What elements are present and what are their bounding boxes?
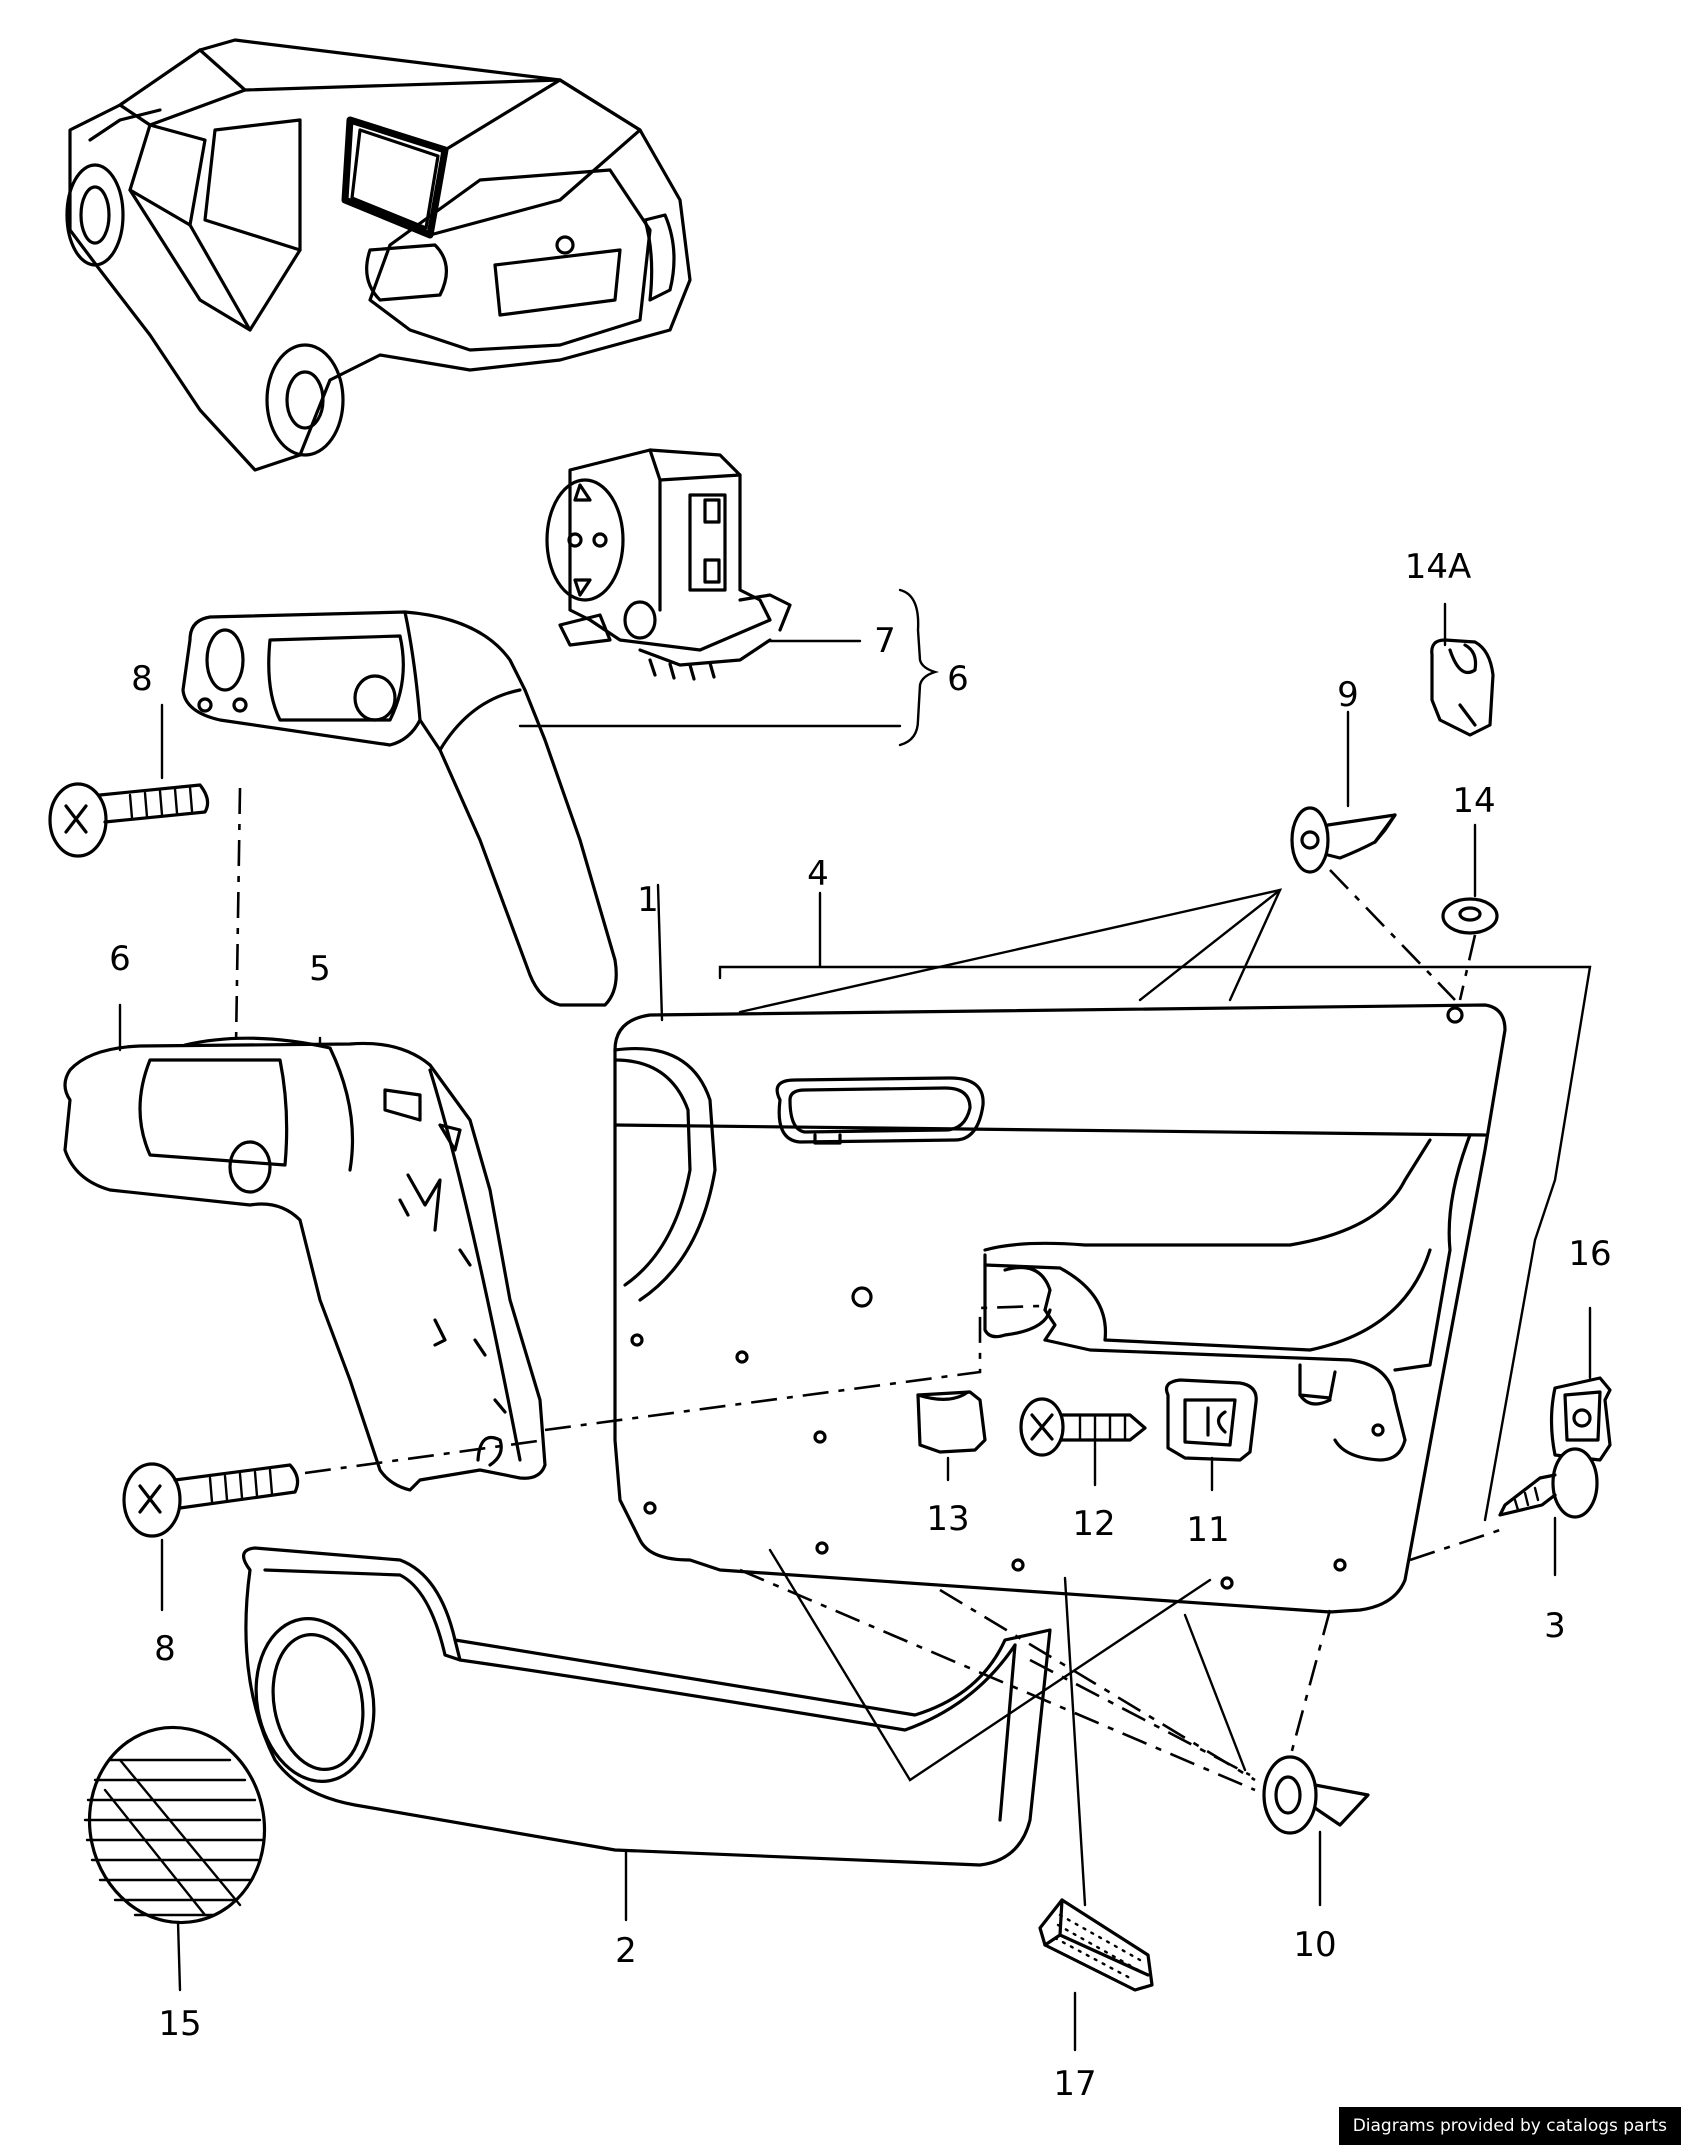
speaker-grille	[83, 1725, 267, 1925]
cover-13	[916, 1390, 987, 1454]
map-pocket-trim	[242, 1546, 1052, 1867]
callout-2: 2	[615, 1931, 637, 1971]
credit-banner: Diagrams provided by catalogs parts	[1338, 2107, 1681, 2145]
callout-8-upper: 8	[131, 659, 153, 699]
door-trim-panel	[613, 1003, 1507, 1614]
callout-labels: 1 2 3 4 5 6 6 7 8 8 9 10 11 12 13 14 14A…	[109, 547, 1611, 2104]
car-illustration	[65, 38, 692, 472]
callout-11: 11	[1186, 1510, 1229, 1550]
upper-armrest-handle	[181, 610, 618, 1007]
strip-17	[1038, 1898, 1154, 1992]
callout-6-bracket: 6	[947, 659, 969, 699]
screw-12	[1019, 1397, 1147, 1457]
clip-16	[1549, 1376, 1612, 1462]
clip-9	[1290, 806, 1397, 874]
washer-14	[1441, 897, 1499, 935]
callout-3: 3	[1544, 1606, 1566, 1646]
callout-1: 1	[637, 880, 659, 920]
callout-6-left: 6	[109, 939, 131, 979]
callout-9: 9	[1337, 675, 1359, 715]
screw-8-lower	[122, 1462, 300, 1538]
screw-8-upper	[48, 782, 210, 858]
lower-armrest-handle	[63, 1036, 547, 1492]
callout-7: 7	[874, 621, 896, 661]
callout-12: 12	[1072, 1504, 1115, 1544]
callout-17: 17	[1053, 2064, 1096, 2104]
callout-15: 15	[158, 2004, 201, 2044]
callout-8-lower: 8	[154, 1629, 176, 1669]
cap-11	[1164, 1378, 1258, 1462]
callout-4: 4	[807, 854, 829, 894]
clip-14A	[1430, 638, 1495, 737]
callout-10: 10	[1293, 1925, 1336, 1965]
callout-13: 13	[926, 1499, 969, 1539]
switch-assembly	[545, 448, 792, 681]
callout-16: 16	[1568, 1234, 1611, 1274]
assembly-dash-lines	[234, 787, 1501, 1792]
callout-5: 5	[309, 949, 331, 989]
clip-10	[1262, 1755, 1370, 1835]
callout-14A: 14A	[1405, 547, 1472, 587]
callout-14: 14	[1452, 781, 1495, 821]
screw-3	[1498, 1447, 1599, 1519]
leader-lines	[118, 588, 1592, 2052]
